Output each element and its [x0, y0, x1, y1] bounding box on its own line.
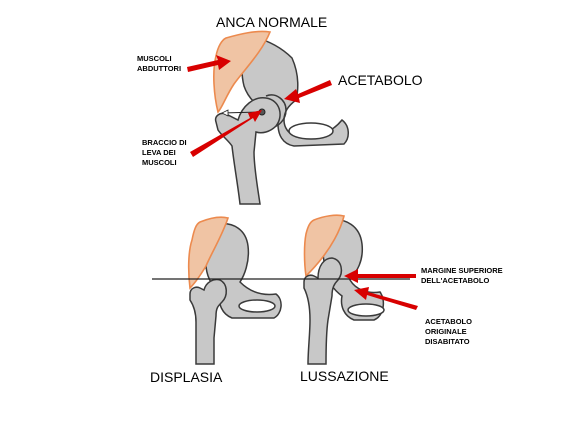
label-lever-arm-line2: LEVA DEI — [142, 148, 176, 157]
upper-margin-arrow — [344, 269, 416, 283]
label-lever-arm-line3: MUSCOLI — [142, 158, 177, 167]
normal-hip-figure — [213, 30, 349, 205]
title-acetabulum: ACETABOLO — [338, 72, 423, 88]
label-upper-margin: MARGINE SUPERIORE DELL'ACETABOLO — [421, 266, 503, 286]
label-lever-arm-line1: BRACCIO DI — [142, 138, 187, 147]
dysplasia-femur — [189, 278, 227, 365]
title-normal-hip: ANCA NORMALE — [216, 14, 328, 30]
original-acetabulum-arrow — [354, 287, 418, 310]
dislocation-obturator-foramen — [347, 303, 385, 317]
dislocation-muscle — [303, 214, 345, 278]
label-original-acetabulum-line2: ORIGINALE — [425, 327, 467, 336]
lever-arm-arrow — [190, 110, 262, 157]
acetabulum-arrow — [284, 80, 332, 103]
label-original-acetabulum: ACETABOLO ORIGINALE DISABITATO — [425, 317, 472, 347]
label-abductor-muscles: MUSCOLI ABDUTTORI — [137, 54, 181, 74]
muscle-arrow — [187, 55, 231, 72]
dislocation-figure — [303, 214, 385, 365]
dysplasia-obturator-foramen — [238, 299, 276, 313]
label-abductor-muscles-line2: ABDUTTORI — [137, 64, 182, 73]
label-original-acetabulum-line1: ACETABOLO — [425, 317, 472, 326]
title-dysplasia: DISPLASIA — [150, 369, 223, 385]
normal-abductor-muscle — [213, 30, 272, 114]
title-dislocation: LUSSAZIONE — [300, 368, 389, 384]
bottom-arrows — [344, 269, 418, 310]
top-arrows — [187, 55, 332, 157]
normal-obturator-foramen — [288, 122, 334, 140]
dislocation-femur — [303, 257, 343, 365]
label-original-acetabulum-line3: DISABITATO — [425, 337, 470, 346]
label-lever-arm: BRACCIO DI LEVA DEI MUSCOLI — [142, 138, 187, 168]
lever-arm-arrowhead — [221, 109, 229, 117]
dysplasia-figure — [187, 216, 282, 365]
normal-femur — [214, 97, 281, 205]
label-abductor-muscles-line1: MUSCOLI — [137, 54, 172, 63]
label-upper-margin-line2: DELL'ACETABOLO — [421, 276, 490, 285]
label-upper-margin-line1: MARGINE SUPERIORE — [421, 266, 503, 275]
